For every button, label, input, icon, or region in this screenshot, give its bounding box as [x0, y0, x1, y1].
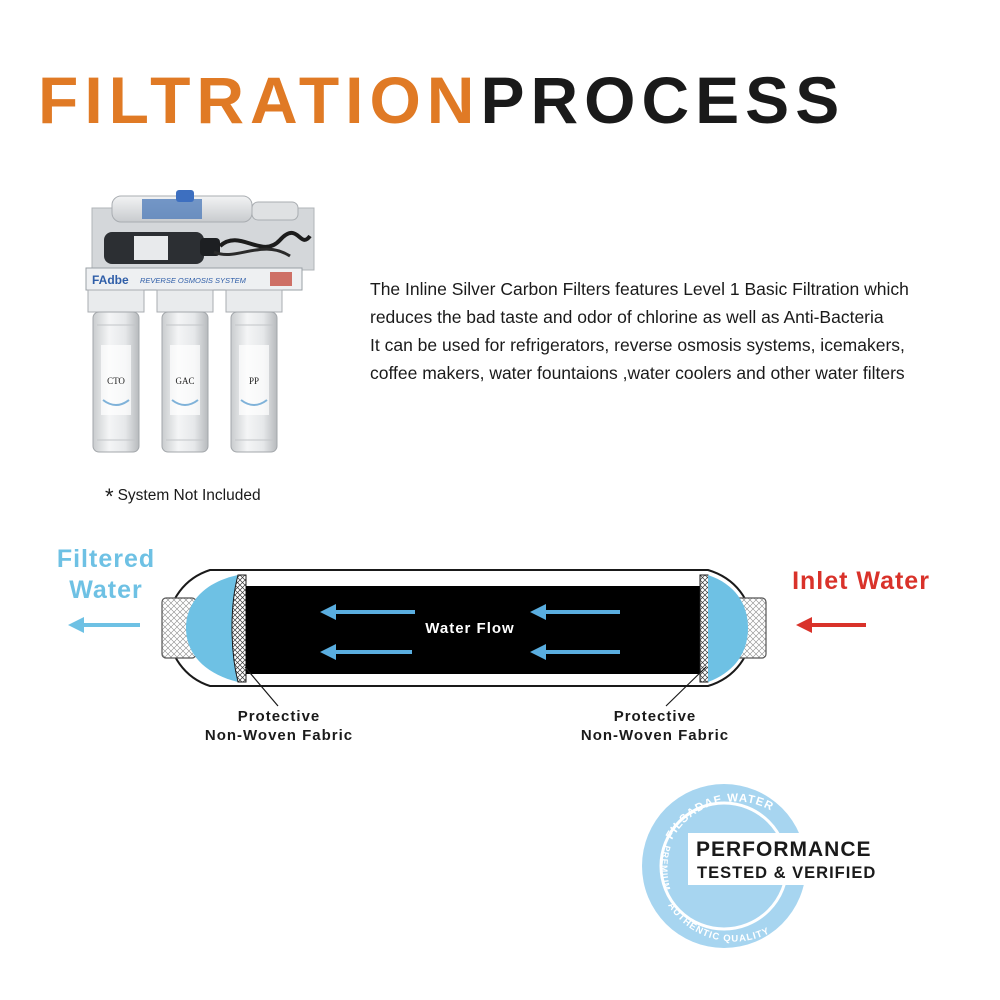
badge-arc-left: PREMIUM	[660, 844, 672, 892]
title-part-filtration: FILTRATION	[38, 63, 481, 137]
product-brand: FAdbe	[92, 273, 129, 287]
description-line: The Inline Silver Carbon Filters feature…	[370, 279, 909, 299]
badge-tested-text: TESTED & VERIFIED	[697, 864, 876, 882]
description-line: coffee makers, water fountaions ,water c…	[370, 363, 905, 383]
flow-arrow-icon	[530, 644, 620, 660]
title-part-process: PROCESS	[480, 63, 846, 137]
water-flow-label: Water Flow	[425, 620, 515, 637]
description-line: It can be used for refrigerators, revers…	[370, 335, 905, 355]
left-end-cap	[186, 575, 238, 682]
fabric-left-line2: Non-Woven Fabric	[204, 727, 354, 744]
svg-text:PREMIUM: PREMIUM	[660, 844, 673, 892]
fabric-left-line1: Protective	[237, 708, 321, 725]
inlet-water-label: Inlet Water	[792, 567, 930, 595]
badge-performance-text: PERFORMANCE	[696, 838, 872, 861]
left-protective-fabric	[231, 574, 247, 683]
asterisk-icon: *	[105, 484, 114, 509]
fabric-right-line1: Protective	[613, 708, 697, 725]
fabric-right-line2: Non-Woven Fabric	[580, 727, 730, 744]
canister-label-gac: GAC	[175, 376, 194, 386]
filtered-water-line2: Water	[69, 576, 143, 604]
filtered-water-line1: Filtered	[56, 545, 156, 573]
flow-arrow-icon	[530, 604, 620, 620]
outlet-arrow-icon	[68, 617, 140, 633]
product-system-label: REVERSE OSMOSIS SYSTEM	[140, 276, 247, 285]
canister-label-cto: CTO	[107, 376, 125, 386]
canister-label-pp: PP	[249, 376, 259, 386]
flow-arrow-icon	[320, 644, 412, 660]
description-line: reduces the bad taste and odor of chlori…	[370, 307, 884, 327]
carbon-core	[246, 586, 700, 674]
right-end-cap	[708, 575, 748, 682]
note-text: System Not Included	[117, 487, 261, 504]
page-title: FILTRATIONPROCESS	[38, 60, 845, 140]
inlet-arrow-icon	[796, 617, 866, 633]
description: The Inline Silver Carbon Filters feature…	[370, 275, 980, 387]
system-not-included-note: *System Not Included	[105, 480, 261, 509]
flow-arrow-icon	[320, 604, 415, 620]
fabric-pointer-left	[244, 666, 279, 707]
fabric-pointer-right	[665, 666, 707, 707]
